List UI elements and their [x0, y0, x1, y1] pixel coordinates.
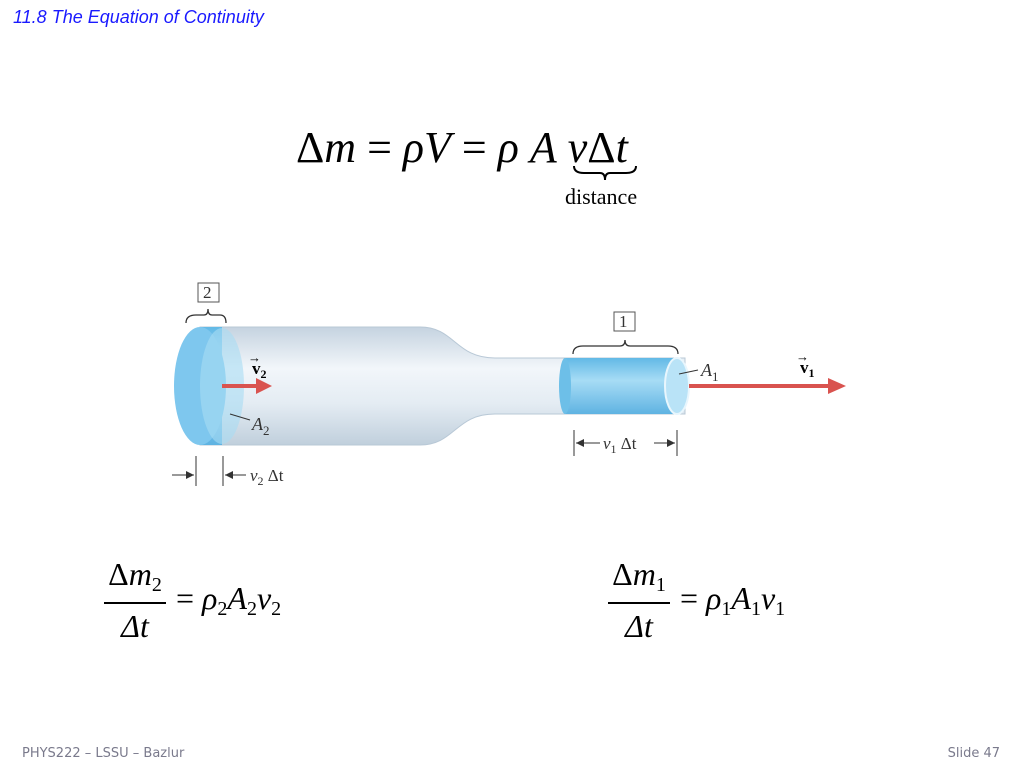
eq2-denominator: Δt	[121, 608, 149, 644]
fluid-slice-1	[565, 358, 675, 414]
box-label-2: 2	[203, 283, 212, 302]
eq1-numerator: Δm1	[612, 556, 666, 596]
v2-label: v2	[252, 359, 267, 381]
main-eq-rho-1: ρ	[402, 123, 425, 172]
eq2-fraction-bar	[104, 602, 166, 604]
slide-title: 11.8 The Equation of Continuity	[13, 7, 264, 27]
A1-label: A1	[700, 360, 719, 384]
pipe-diagram: v2 → A2 2 1 A1 v1 → v1 Δt v2 Δt	[172, 282, 846, 488]
main-eq-t: t	[615, 123, 628, 172]
main-eq-v: v	[567, 123, 588, 172]
box-label-1: 1	[619, 312, 628, 331]
eq1-fraction-bar	[608, 602, 670, 604]
mass-flow-equation-1: Δm1 Δt = ρ1A1v1	[608, 556, 786, 644]
main-eq-m: m	[324, 123, 357, 172]
underbrace	[573, 165, 637, 181]
mass-flow-equation-2: Δm2 Δt = ρ2A2v2	[104, 556, 282, 644]
main-eq-delta: Δ	[296, 123, 325, 172]
main-eq-rho-2: ρ	[497, 123, 519, 172]
svg-text:→: →	[248, 350, 261, 365]
eq1-rhs: = ρ1A1v1	[680, 580, 786, 621]
footer-course: PHYS222 – LSSU – Bazlur	[22, 746, 185, 761]
v2-arrow	[256, 378, 272, 394]
main-eq-A: A	[529, 123, 557, 172]
v1dt-label: v1 Δt	[603, 434, 637, 456]
distance-label: distance	[565, 184, 638, 209]
eq2-rhs: = ρ2A2v2	[176, 580, 282, 621]
main-eq-delta-t: Δ	[587, 123, 616, 172]
A2-label: A2	[251, 414, 270, 438]
svg-text:→: →	[796, 349, 809, 364]
v1-label: v1	[800, 358, 815, 380]
eq2-numerator: Δm2	[108, 556, 162, 596]
pipe-body	[199, 326, 686, 446]
eq1-denominator: Δt	[625, 608, 653, 644]
main-eq-V: V	[424, 123, 451, 172]
main-eq-equals-2: =	[450, 123, 498, 172]
fluid-slice-1-face	[664, 357, 690, 415]
main-eq-equals-1: =	[356, 123, 403, 172]
footer-slide-number: Slide 47	[947, 746, 1000, 761]
main-equation: Δm = ρV = ρ A vΔt	[296, 126, 628, 170]
v1-arrow	[828, 378, 846, 394]
v2dt-label: v2 Δt	[250, 466, 284, 488]
